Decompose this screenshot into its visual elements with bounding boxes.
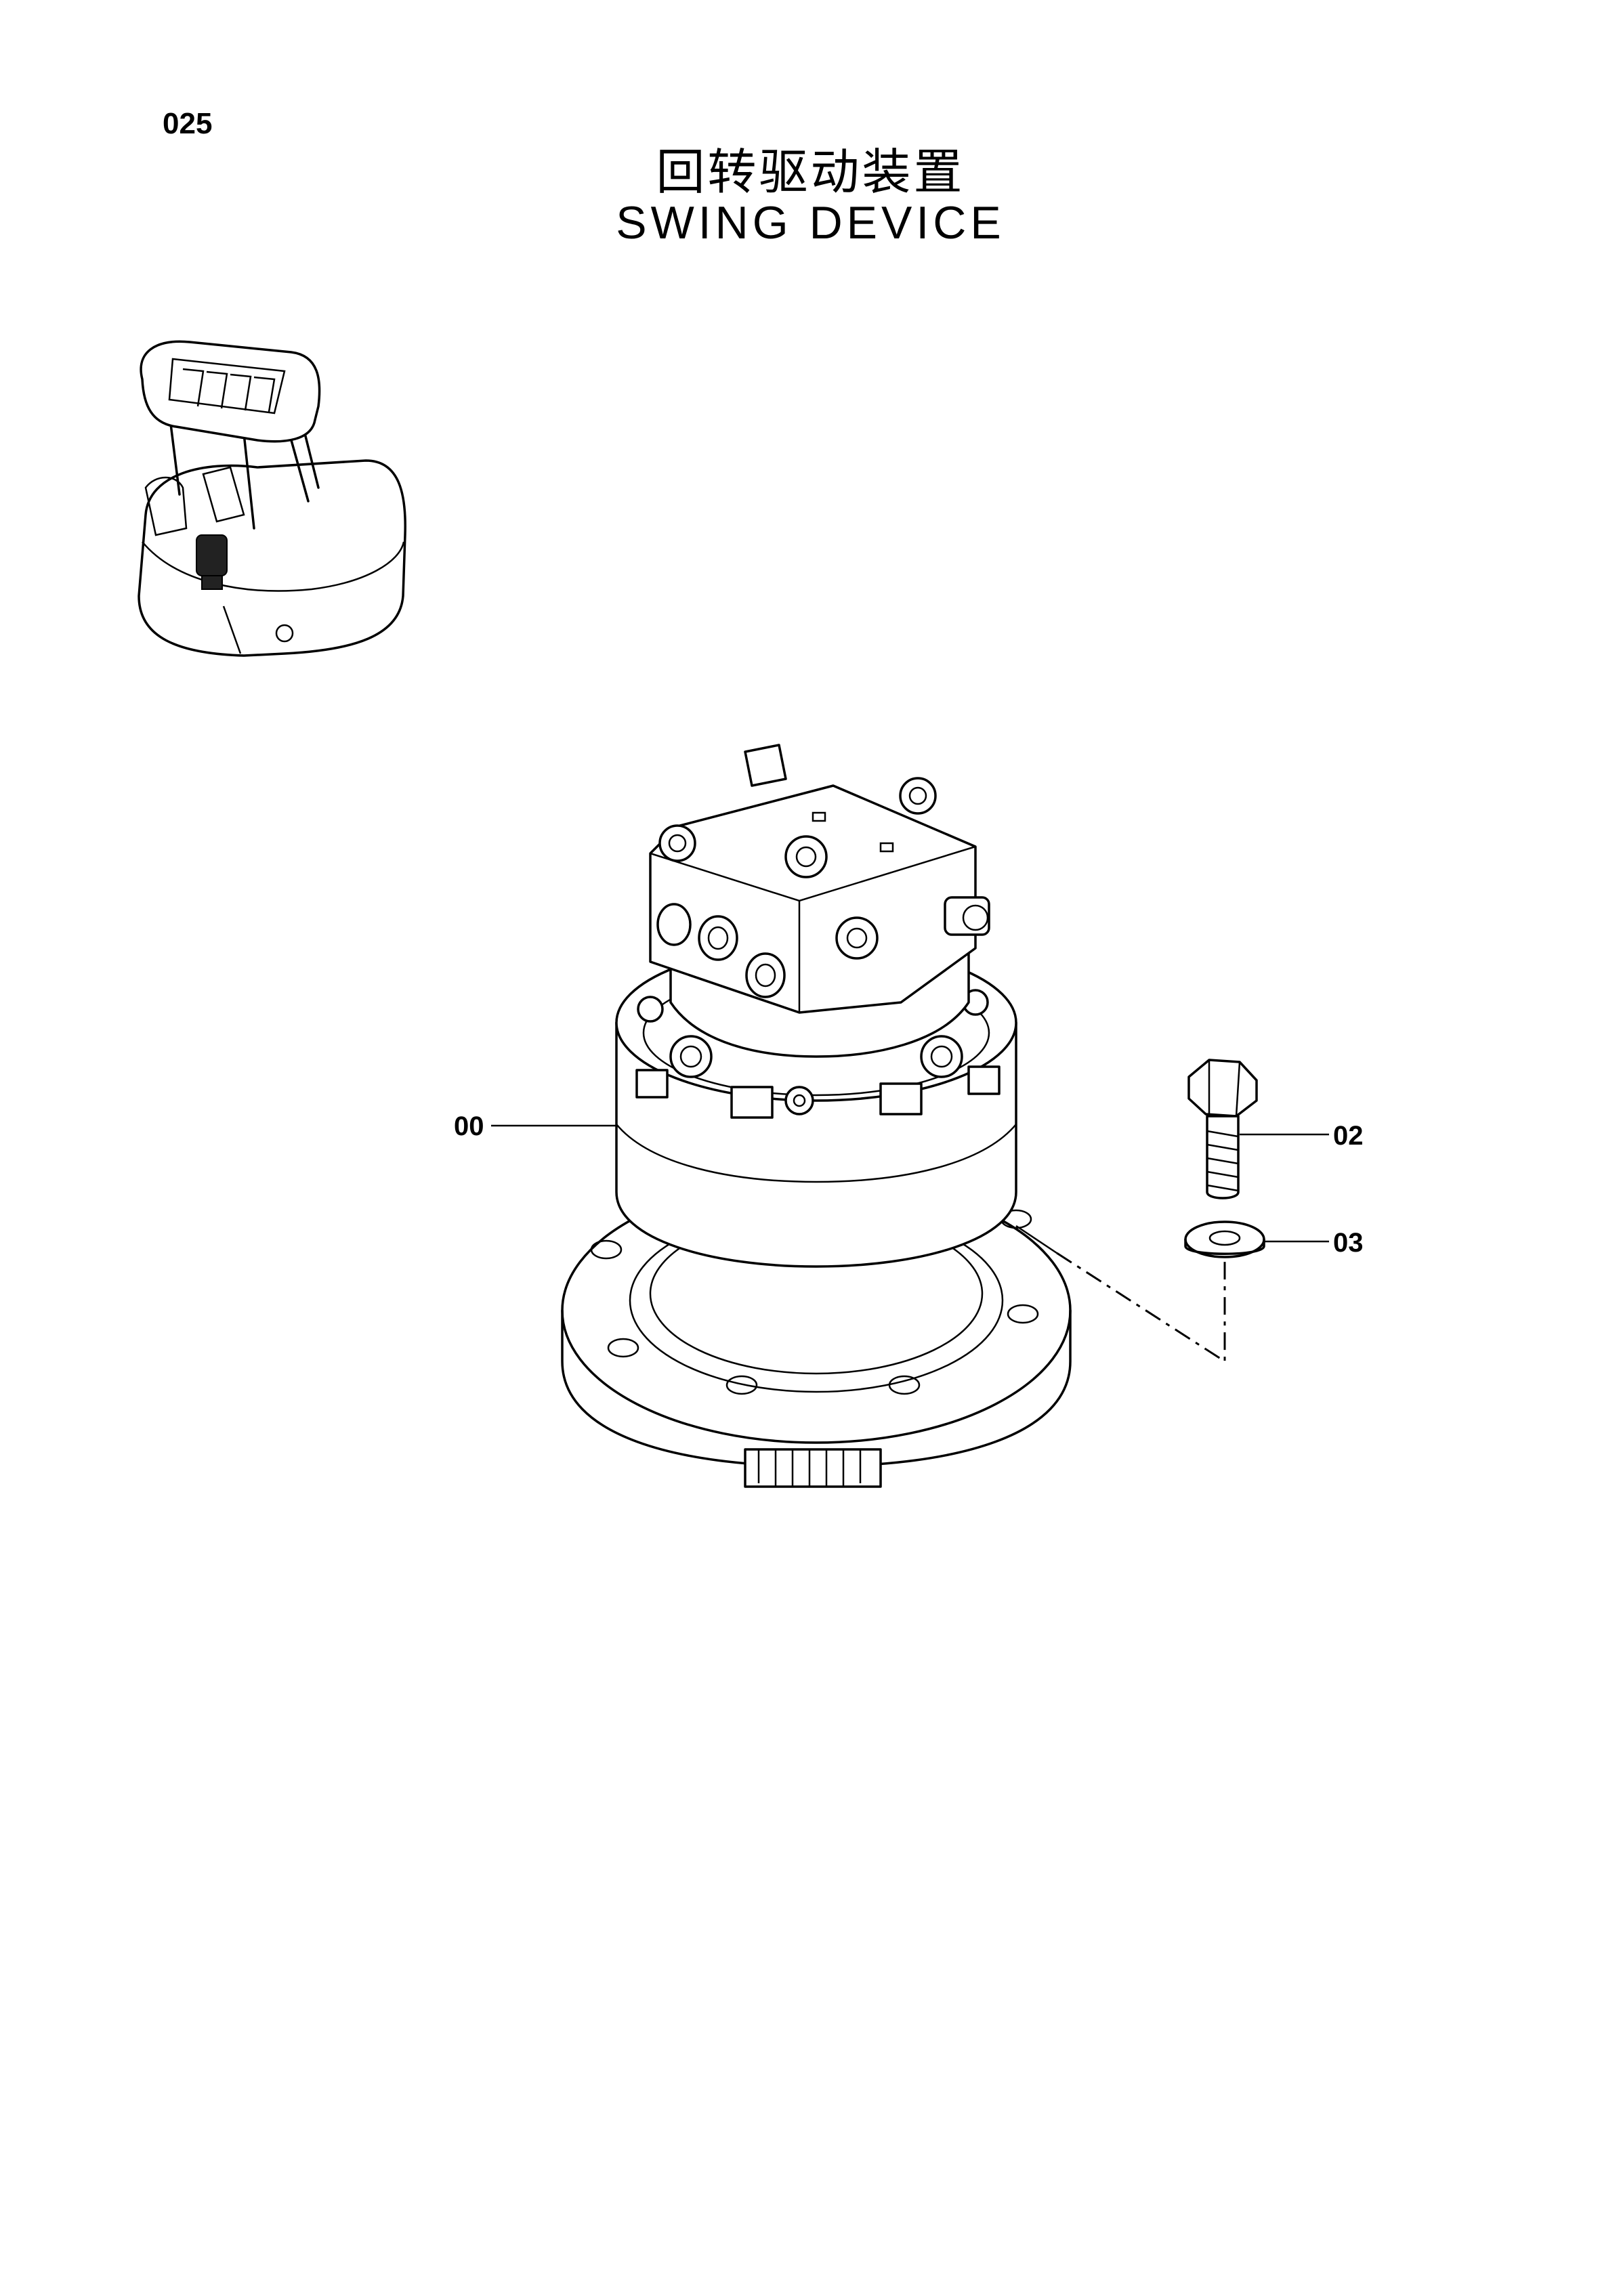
page-title-english: SWING DEVICE: [616, 197, 1005, 249]
washer-icon: [1184, 1220, 1265, 1258]
callout-02: 02: [1333, 1121, 1364, 1151]
callout-00: 00: [454, 1111, 484, 1141]
hex-bolt-icon: [1187, 1059, 1258, 1199]
page-number: 025: [163, 107, 213, 140]
page-title-chinese: 回转驱动装置: [656, 144, 965, 200]
leader-lines: [491, 1124, 1329, 1363]
excavator-location-icon: [138, 340, 406, 657]
swing-motor-assembly-icon: [561, 744, 1072, 1488]
callout-03: 03: [1333, 1228, 1364, 1258]
